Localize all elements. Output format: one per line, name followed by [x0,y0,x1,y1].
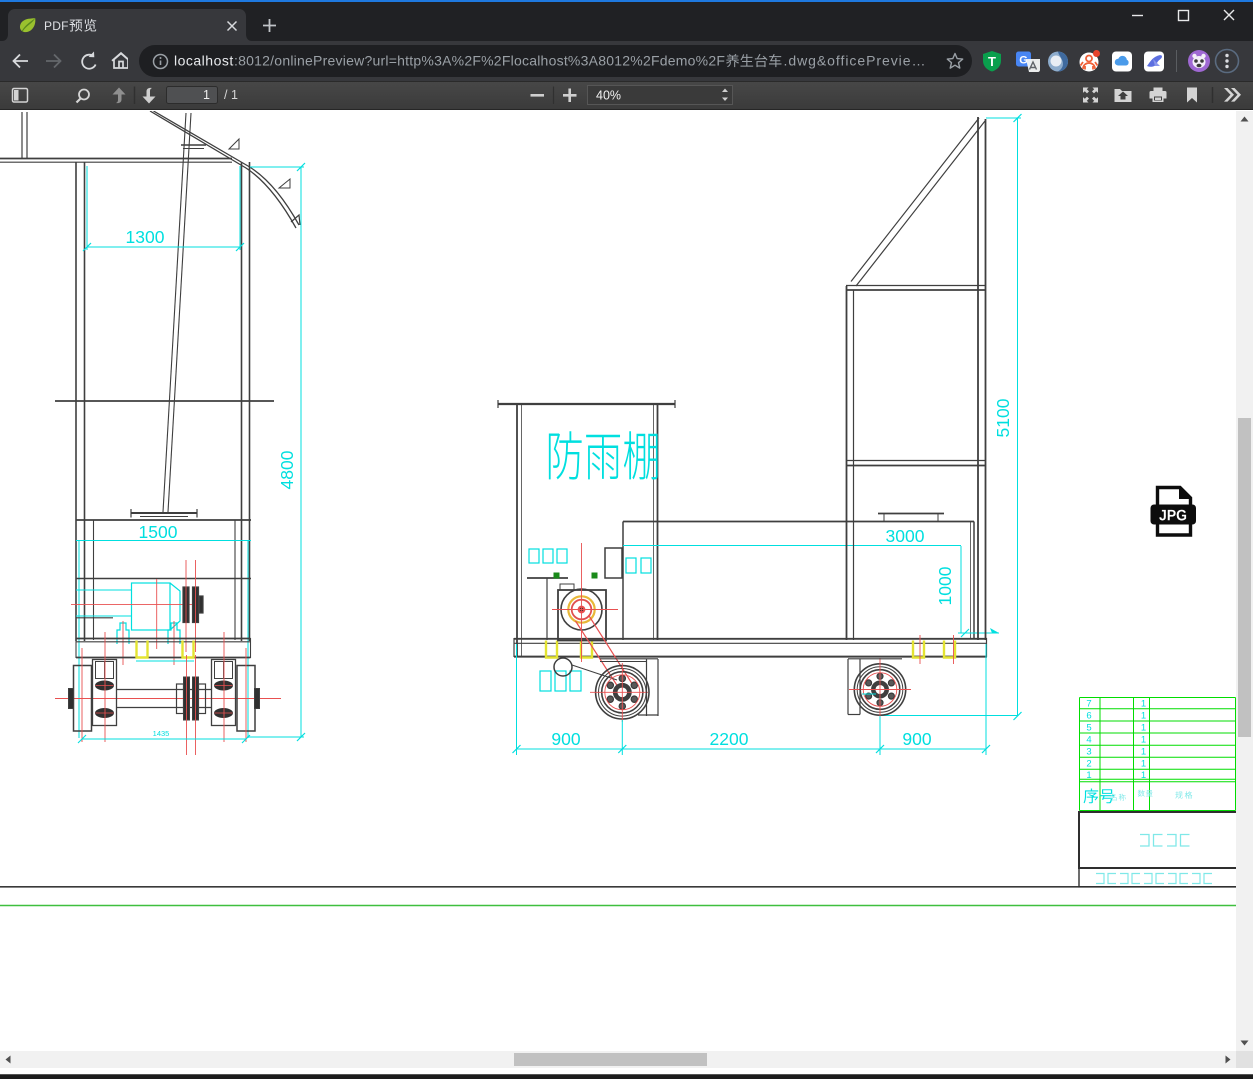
svg-text:7: 7 [1086,699,1091,710]
svg-text:1435: 1435 [153,729,170,738]
svg-text:5: 5 [1086,723,1091,734]
svg-text:1500: 1500 [139,522,178,542]
svg-text:G: G [1019,55,1028,67]
svg-text:1000: 1000 [935,566,955,605]
svg-text:.dwg&officePrevie…: .dwg&officePrevie… [784,53,927,69]
svg-text:1: 1 [1141,735,1146,746]
svg-text:2: 2 [1086,759,1091,770]
svg-text::8012/onlinePreview?url=http%3: :8012/onlinePreview?url=http%3A%2F%2Floc… [234,53,725,69]
svg-text:40%: 40% [596,89,621,103]
svg-text:1: 1 [1086,770,1091,781]
svg-text:1: 1 [1141,723,1146,734]
svg-text:3: 3 [1086,747,1091,758]
svg-text:localhost: localhost [174,53,234,69]
svg-text:3000: 3000 [886,526,925,546]
svg-text:4800: 4800 [277,450,297,489]
svg-text:1: 1 [1141,759,1146,770]
svg-text:T: T [988,54,996,69]
svg-text:4: 4 [1086,735,1091,746]
svg-text:1: 1 [1141,770,1146,781]
svg-text:/ 1: / 1 [224,88,238,102]
svg-text:1: 1 [1141,747,1146,758]
svg-text:1: 1 [1141,699,1146,710]
svg-text:1: 1 [1141,711,1146,722]
svg-text:2200: 2200 [710,729,749,749]
svg-text:900: 900 [902,729,931,749]
svg-text:900: 900 [551,729,580,749]
svg-text:6: 6 [1086,711,1091,722]
svg-text:1300: 1300 [126,227,165,247]
svg-text:5100: 5100 [993,398,1013,437]
svg-text:1: 1 [203,88,210,102]
